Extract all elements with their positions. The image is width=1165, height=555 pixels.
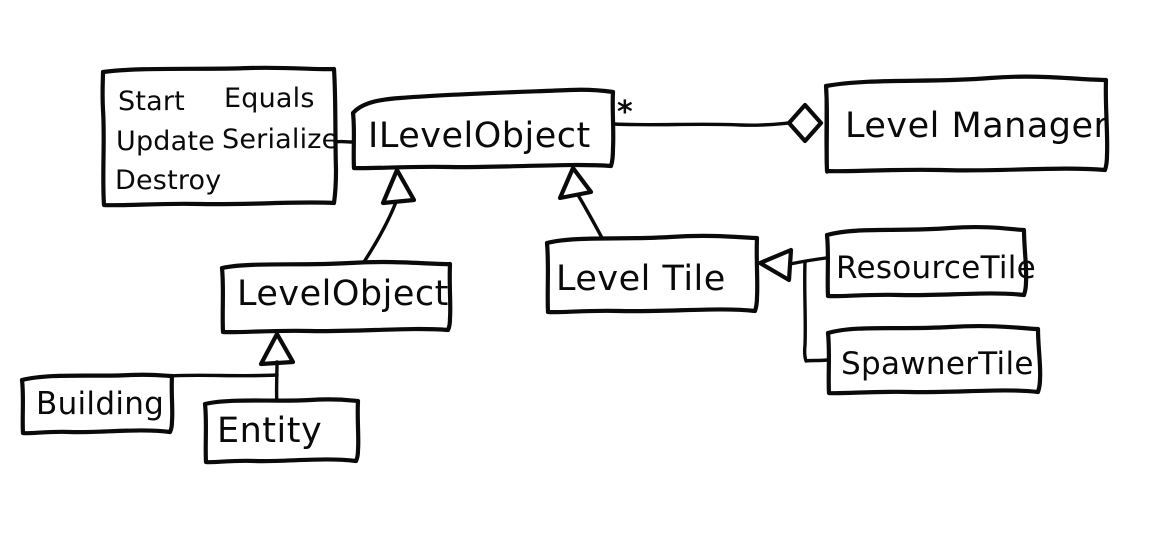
class-box-levelobject[interactable]: LevelObject (219, 259, 453, 335)
aggregation-diamond-icon (786, 102, 824, 144)
inheritance-line-resourcetile (788, 256, 828, 266)
leveltile-label: Level Tile (556, 259, 726, 299)
levelmanager-left-edge (824, 88, 829, 174)
class-box-levelmanager[interactable]: Level Manager (823, 74, 1110, 174)
class-box-resourcetile[interactable]: ResourceTile (824, 224, 1036, 299)
spawnertile-label: SpawnerTile (841, 346, 1034, 382)
method-label-destroy: Destroy (115, 165, 221, 196)
inheritance-elbow-spawnertile (802, 260, 829, 363)
ilevelobject-outline (350, 87, 616, 171)
multiplicity-star-label: * (617, 95, 633, 130)
resourcetile-outline (824, 224, 1029, 299)
leveltile-outline (544, 233, 760, 315)
class-box-entity[interactable]: Entity (202, 397, 361, 465)
inheritance-triangle-leveltile-children (757, 247, 794, 283)
realization-line-levelobject (358, 200, 398, 270)
realization-triangle-levelobject (380, 167, 417, 206)
inheritance-triangle-levelobject-children (258, 331, 296, 367)
class-box-building[interactable]: Building (19, 372, 175, 436)
class-box-ilevelobject[interactable]: ILevelObject (350, 87, 616, 171)
realization-triangle-leveltile (557, 165, 594, 201)
levelmanager-label: Level Manager (845, 106, 1109, 146)
levelmanager-outline (823, 74, 1110, 174)
methods-note-box[interactable]: Start Equals Update Serialize Destroy (100, 65, 339, 208)
class-box-leveltile[interactable]: Level Tile (544, 233, 760, 315)
spawnertile-outline (825, 323, 1043, 396)
method-label-start: Start (118, 86, 185, 117)
methods-note-outline (100, 65, 339, 208)
levelobject-label: LevelObject (237, 274, 449, 314)
method-label-update: Update (116, 126, 215, 157)
inheritance-branch-horizontal (168, 373, 279, 378)
method-label-equals: Equals (224, 83, 315, 114)
entity-outline (202, 397, 361, 465)
levelobject-outline (219, 259, 453, 335)
class-box-spawnertile[interactable]: SpawnerTile (825, 323, 1043, 396)
entity-label: Entity (217, 411, 322, 451)
building-outline (19, 372, 175, 436)
resourcetile-label: ResourceTile (836, 250, 1036, 286)
aggregation-line-levelmanager (612, 121, 791, 127)
building-label: Building (36, 386, 164, 422)
ilevelobject-label: ILevelObject (368, 116, 591, 156)
method-label-serialize: Serialize (222, 124, 338, 155)
